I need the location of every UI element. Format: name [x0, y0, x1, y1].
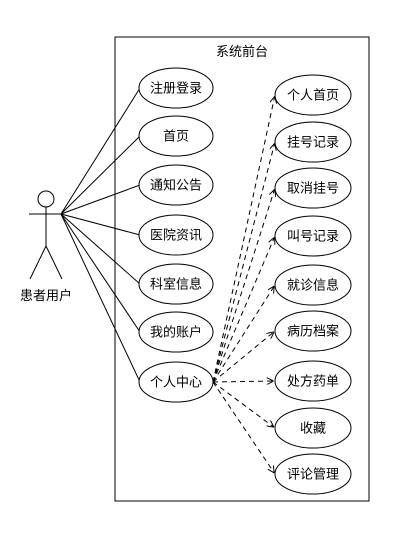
use-case-label: 首页: [163, 130, 189, 145]
left-use-case: 医院资讯: [138, 214, 214, 256]
use-case-ellipse: [274, 74, 352, 116]
use-case-ellipse: [274, 121, 352, 163]
use-case-label: 取消挂号: [287, 182, 339, 197]
use-case-label: 叫号记录: [287, 230, 339, 245]
use-case-label: 注册登录: [150, 82, 202, 97]
use-case-label: 收藏: [300, 422, 326, 437]
left-use-case: 个人中心: [138, 361, 214, 403]
actor-label: 患者用户: [20, 288, 72, 304]
left-use-case: 我的账户: [138, 311, 214, 353]
use-case-ellipse: [274, 407, 352, 449]
use-case-label: 评论管理: [287, 468, 339, 483]
include-arrow: [212, 97, 275, 383]
use-case-label: 个人首页: [287, 89, 339, 104]
use-case-ellipse: [274, 310, 352, 352]
association-line: [60, 135, 141, 215]
use-case-ellipse: [138, 115, 214, 157]
use-case-ellipse: [274, 167, 352, 209]
use-case-ellipse: [274, 215, 352, 257]
use-case-ellipse: [274, 264, 352, 306]
include-arrow: [212, 287, 274, 383]
use-case-label: 科室信息: [150, 277, 202, 293]
use-case-label: 病历档案: [287, 325, 339, 340]
include-arrow: [212, 190, 274, 383]
use-case-label: 就诊信息: [287, 278, 339, 294]
association-line: [60, 213, 141, 285]
use-case-label: 我的账户: [150, 325, 202, 341]
actor-figure: [29, 190, 63, 280]
use-case-ellipse: [138, 311, 214, 353]
right-use-case: 收藏: [274, 407, 352, 449]
use-case-ellipse: [138, 361, 214, 403]
use-case-ellipse: [138, 67, 214, 109]
use-case-label: 通知公告: [150, 178, 202, 194]
include-arrow: [212, 144, 274, 383]
right-use-case: 挂号记录: [274, 121, 352, 163]
use-case-label: 个人中心: [150, 376, 202, 391]
include-arrow: [212, 332, 273, 383]
right-use-case: 就诊信息: [274, 264, 352, 306]
include-arrow: [212, 238, 274, 383]
right-use-case: 处方药单: [274, 360, 352, 402]
include-arrow: [212, 381, 274, 472]
association-line: [60, 213, 141, 236]
association-line: [60, 184, 141, 215]
left-use-case: 首页: [138, 115, 214, 157]
include-lines: [212, 97, 275, 472]
include-arrow: [212, 381, 273, 427]
right-use-case: 叫号记录: [274, 215, 352, 257]
actor-left-leg: [29, 245, 47, 280]
association-line: [60, 87, 141, 215]
use-case-label: 医院资讯: [150, 229, 202, 244]
use-case-label: 挂号记录: [287, 136, 339, 151]
right-use-case: 病历档案: [274, 310, 352, 352]
right-use-case: 评论管理: [274, 453, 352, 495]
use-case-ellipse: [138, 164, 214, 206]
use-case-ellipse: [274, 453, 352, 495]
left-use-case: 注册登录: [138, 67, 214, 109]
right-use-case: 个人首页: [274, 74, 352, 116]
use-case-ellipse: [138, 214, 214, 256]
actor-head: [37, 190, 55, 208]
left-use-case: 科室信息: [138, 263, 214, 305]
use-case-ellipse: [138, 263, 214, 305]
actor-right-leg: [45, 245, 63, 280]
system-boundary: [114, 36, 370, 502]
association-lines: [60, 87, 141, 383]
system-title: 系统前台: [216, 44, 268, 60]
use-case-ellipse: [274, 360, 352, 402]
use-case-label: 处方药单: [287, 374, 339, 390]
left-use-case: 通知公告: [138, 164, 214, 206]
right-use-case: 取消挂号: [274, 167, 352, 209]
association-line: [60, 213, 141, 333]
association-line: [60, 213, 141, 383]
include-arrow: [212, 381, 273, 382]
